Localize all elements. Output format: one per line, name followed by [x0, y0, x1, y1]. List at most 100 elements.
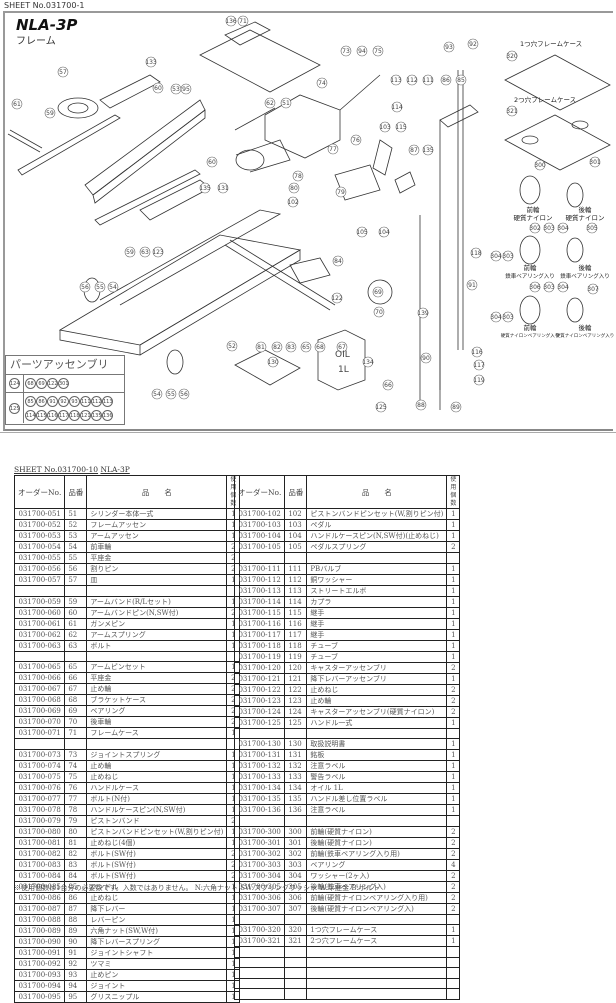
svg-text:104: 104	[378, 229, 390, 236]
part-no-cell: 104	[284, 530, 308, 542]
name-cell	[306, 956, 448, 968]
name-cell: アームスプリング	[86, 628, 228, 641]
order-no-cell: 031700-062	[13, 628, 66, 641]
svg-text:56: 56	[81, 284, 89, 291]
part-no-cell: 132	[284, 760, 308, 772]
order-no-cell: 031700-088	[13, 913, 66, 926]
part-no-cell: 136	[284, 804, 308, 816]
part-no-cell	[64, 585, 88, 597]
name-cell	[86, 585, 228, 597]
order-no-cell: 031700-130	[233, 738, 286, 750]
part-no-cell: 62	[64, 628, 88, 641]
svg-text:302: 302	[529, 225, 541, 232]
svg-text:66: 66	[384, 382, 392, 389]
svg-text:51: 51	[282, 100, 290, 107]
sheet2-label: SHEET No.031700-10 NLA-3P	[14, 465, 130, 474]
name-cell: レバーピン	[86, 913, 228, 926]
order-no-cell: 031700-121	[233, 672, 286, 685]
order-no-cell: 031700-083	[13, 858, 66, 871]
svg-text:105: 105	[356, 229, 368, 236]
part-no-cell: 70	[64, 716, 88, 728]
name-cell: 止めねじ(4個)	[86, 836, 228, 849]
order-no-cell: 031700-089	[13, 924, 66, 937]
svg-text:95: 95	[182, 86, 190, 93]
qty-cell: 2	[446, 541, 461, 553]
svg-text:305: 305	[586, 225, 598, 232]
svg-text:82: 82	[273, 344, 281, 351]
col-part-no: 品番	[284, 475, 308, 509]
svg-text:114: 114	[391, 104, 403, 111]
name-cell: ガンメピン	[86, 617, 228, 630]
part-no-cell: 121	[284, 672, 308, 685]
order-no-cell: 031700-080	[13, 825, 66, 838]
order-no-cell: 031700-105	[233, 541, 286, 553]
svg-text:135: 135	[422, 147, 434, 154]
part-no-cell: 91	[64, 946, 88, 959]
table-row	[233, 815, 461, 827]
svg-text:94: 94	[358, 48, 366, 55]
order-no-cell	[233, 967, 286, 979]
assembly-part-callout: 86	[36, 395, 47, 407]
order-no-cell: 031700-306	[233, 891, 286, 904]
order-no-cell: 031700-078	[13, 803, 66, 816]
name-cell	[306, 815, 448, 827]
name-cell: ボルト	[86, 639, 228, 652]
svg-text:鉄車ベアリング入り: 鉄車ベアリング入り	[560, 272, 610, 280]
svg-text:118: 118	[470, 250, 482, 257]
name-cell: ボルト(N付)	[86, 792, 228, 805]
name-cell: ピストンバンド	[86, 814, 228, 827]
part-no-cell: 300	[284, 825, 308, 838]
name-cell: 後輪(硬質ナイロンベアリング入)	[306, 902, 448, 915]
name-cell: キャスターアッセンブリ	[306, 661, 448, 674]
part-no-cell	[284, 946, 308, 958]
svg-text:76: 76	[352, 137, 360, 144]
qty-cell: 1	[446, 749, 461, 761]
name-cell: ジョイントスプリング	[86, 748, 228, 761]
order-no-cell: 031700-125	[233, 716, 286, 729]
svg-text:75: 75	[374, 48, 382, 55]
part-no-cell: 135	[284, 793, 308, 805]
assembly-part-callout: 113	[102, 395, 113, 407]
name-cell: ピストンバンドピンセット(W,割りピン付)	[86, 825, 228, 838]
svg-text:306: 306	[529, 284, 541, 291]
svg-text:303: 303	[502, 314, 514, 321]
qty-cell: 1	[446, 782, 461, 794]
order-no-cell: 031700-103	[233, 519, 286, 531]
svg-text:前輪: 前輪	[527, 205, 541, 214]
order-no-cell	[233, 946, 286, 958]
part-no-cell	[284, 956, 308, 968]
svg-text:80: 80	[290, 185, 298, 192]
svg-text:後輪: 後輪	[579, 263, 593, 272]
name-cell: 止めピン	[86, 968, 228, 981]
order-no-cell: 031700-102	[233, 508, 286, 520]
name-cell: 継手	[306, 606, 448, 619]
part-no-cell: 95	[64, 990, 88, 1003]
qty-cell: 2	[446, 825, 461, 838]
name-cell: ハンドルケース	[86, 781, 228, 794]
svg-text:鉄車ベアリング入り: 鉄車ベアリング入り	[505, 272, 555, 280]
